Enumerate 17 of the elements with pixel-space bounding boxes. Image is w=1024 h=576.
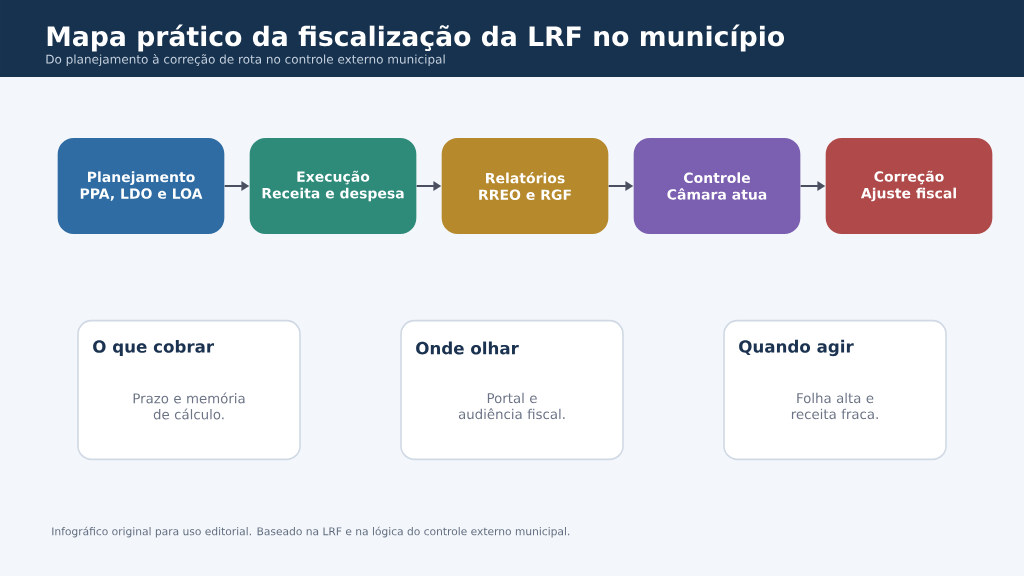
info-card	[77, 319, 301, 461]
subtitle: Do planejamento à correção de rota no controle externo municipal	[46, 53, 445, 67]
process-box: Relatórios RREO e RGF	[441, 138, 609, 234]
process-box: Controle Câmara atua	[633, 138, 801, 234]
card-heading: Onde olhar	[416, 341, 519, 355]
card-heading: Quando agir	[739, 339, 854, 357]
footer-note: Infográfico original para uso editorial. Baseado na LRF e na lógica do controle externo municipal.	[52, 526, 570, 538]
info-card	[400, 319, 624, 461]
title: Mapa prático da fiscalização da LRF no município	[47, 24, 785, 52]
card-text: Portal e audiência fiscal.	[458, 392, 565, 420]
process-box: Correção Ajuste fiscal	[825, 138, 993, 234]
card-heading: O que cobrar	[93, 339, 215, 357]
process-box: Planejamento PPA, LDO e LOA	[57, 138, 225, 234]
card-text: Folha alta e receita fraca.	[791, 392, 878, 420]
process-box: Execução Receita e despesa	[249, 138, 417, 234]
card-text: Prazo e memória de cálculo.	[133, 392, 245, 420]
info-card	[723, 319, 947, 461]
